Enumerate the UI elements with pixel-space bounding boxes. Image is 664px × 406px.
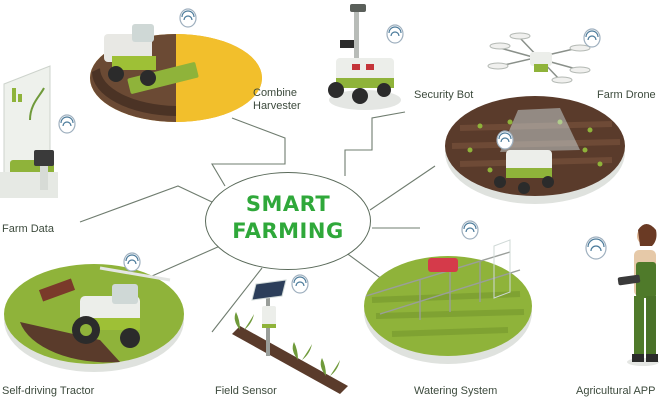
wifi-icon (496, 130, 514, 150)
label-combine-harvester-line-1: Combine (253, 87, 298, 99)
wifi-icon (58, 114, 76, 134)
agricultural-app-illustration (585, 224, 659, 366)
label-farm-drone: Farm Drone (597, 89, 656, 101)
smart-farming-hub (205, 172, 371, 270)
combine-harvester-illustration (90, 8, 262, 122)
connector-security-bot (344, 111, 406, 176)
title-line-1: SMART (245, 192, 331, 216)
connector-lines (79, 111, 436, 333)
farm-data-illustration (0, 65, 76, 198)
wifi-icon (583, 28, 601, 48)
label-field-sensor: Field Sensor (215, 385, 277, 397)
wifi-icon (585, 236, 607, 260)
wifi-icon (123, 252, 141, 272)
label-combine-harvester: Combine Harvester (253, 87, 301, 113)
connector-farm-data (79, 185, 213, 223)
label-agricultural-app: Agricultural APP (576, 385, 656, 397)
wifi-icon (386, 24, 404, 44)
title-line-2: FARMING (232, 219, 344, 243)
wifi-icon (291, 274, 309, 294)
field-sensor-illustration (232, 274, 348, 394)
label-farm-data: Farm Data (2, 223, 54, 235)
security-bot-illustration (328, 4, 404, 110)
wifi-icon (179, 8, 197, 28)
wifi-icon (461, 220, 479, 240)
connector-drone (369, 165, 436, 211)
connector-harvester (211, 117, 286, 187)
label-self-driving-tractor: Self-driving Tractor (2, 385, 95, 397)
connector-field-sensor (211, 267, 263, 333)
connector-tractor (151, 245, 221, 277)
watering-system-illustration (364, 220, 532, 364)
label-watering-system: Watering System (414, 385, 498, 397)
self-driving-tractor-illustration (4, 252, 184, 372)
diagram-title: SMART FARMING (205, 191, 371, 245)
farm-drone-illustration (445, 28, 625, 204)
label-combine-harvester-line-2: Harvester (253, 100, 301, 112)
label-security-bot: Security Bot (414, 89, 474, 101)
